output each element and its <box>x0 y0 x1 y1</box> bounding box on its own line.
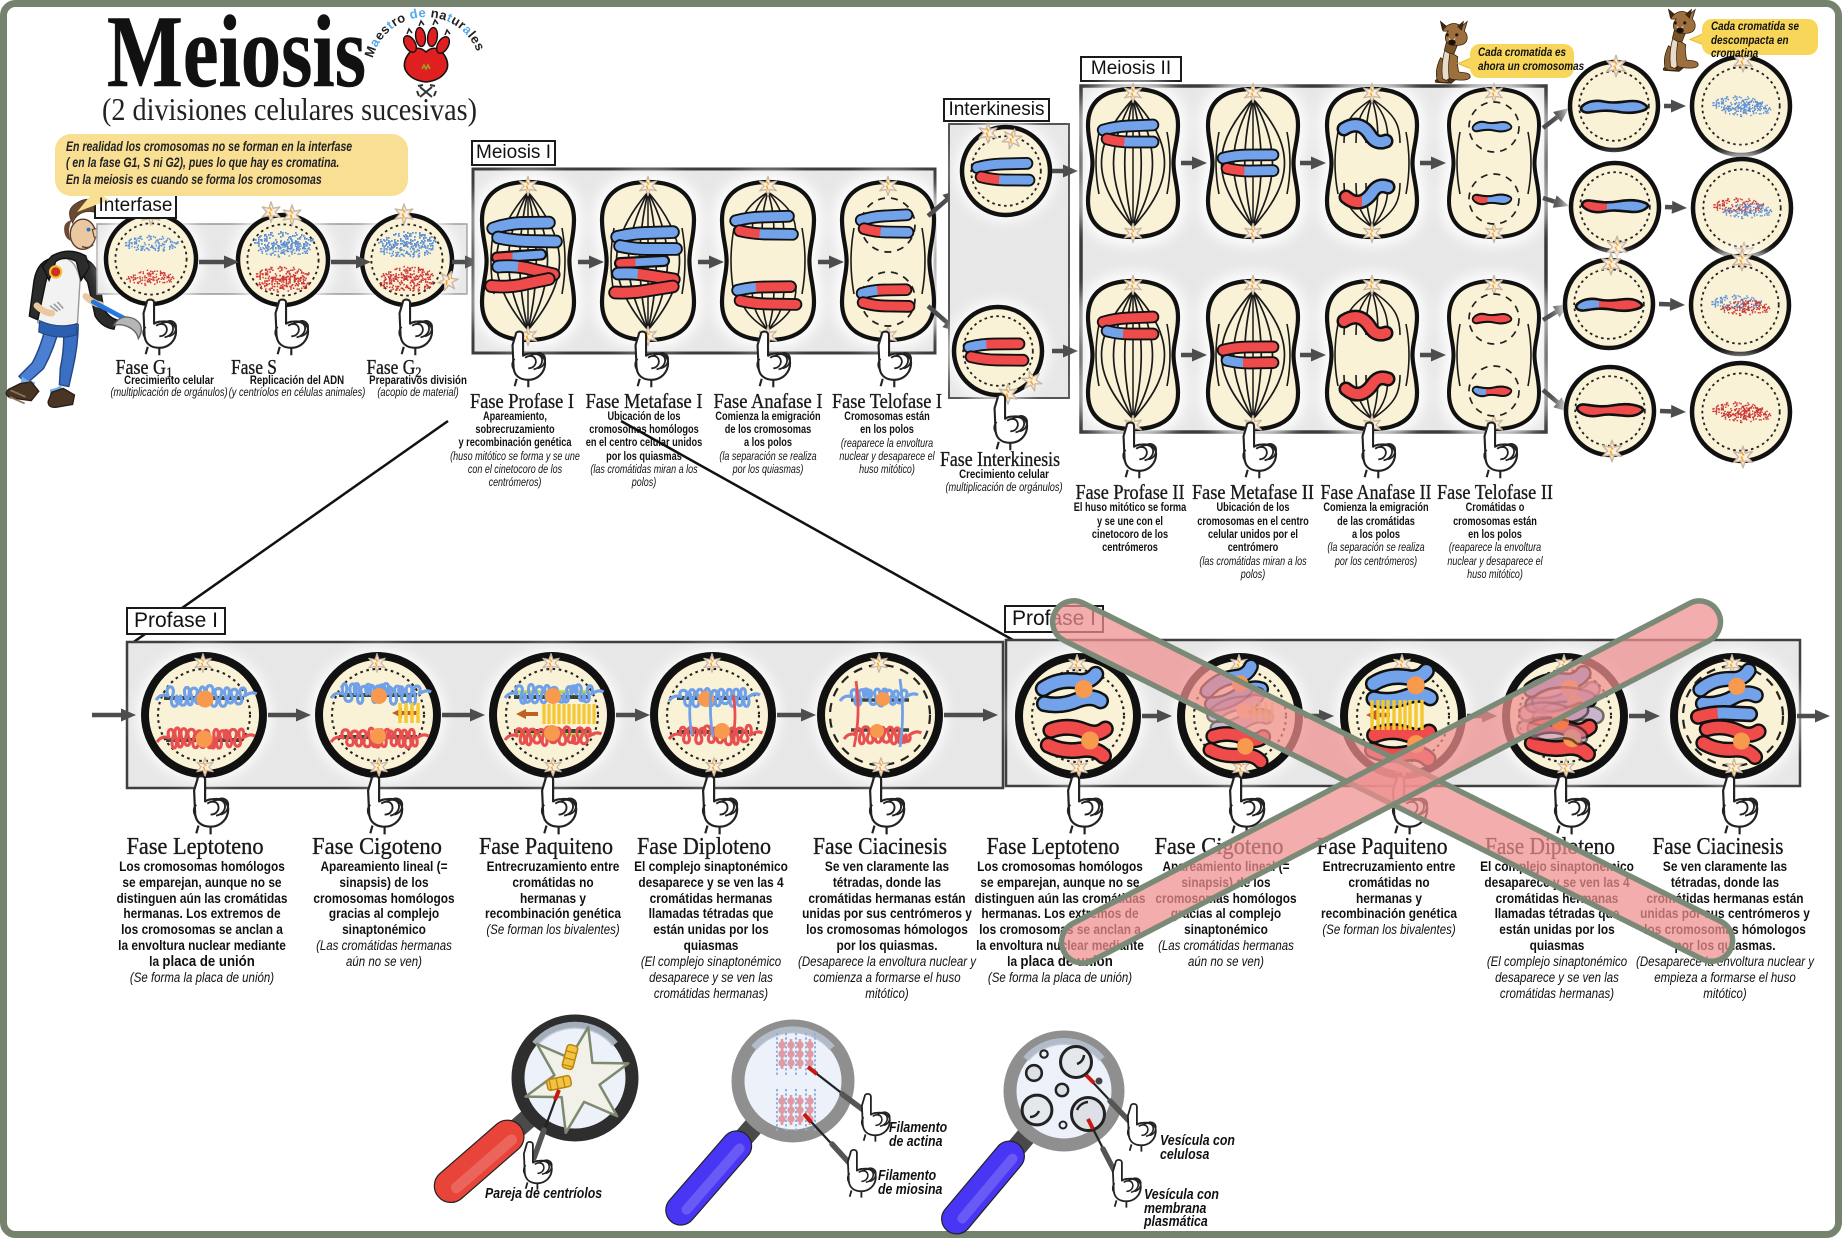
svg-text:Fase G2: Fase G2 <box>367 355 422 381</box>
svg-text:Fase Paquiteno: Fase Paquiteno <box>1317 834 1448 860</box>
svg-text:Fase Anafase I: Fase Anafase I <box>714 389 823 413</box>
svg-text:Fase G1: Fase G1 <box>116 355 173 381</box>
svg-text:Fase Ciacinesis: Fase Ciacinesis <box>813 834 947 860</box>
svg-text:Fase S: Fase S <box>231 355 277 379</box>
svg-text:(2 divisiones celulares sucesi: (2 divisiones celulares sucesivas) <box>102 91 477 127</box>
svg-text:Fase Leptoteno: Fase Leptoteno <box>987 834 1120 860</box>
svg-text:Fase Telofase I: Fase Telofase I <box>832 389 942 413</box>
svg-text:Fase Anafase II: Fase Anafase II <box>1321 480 1432 504</box>
svg-text:Fase Cigoteno: Fase Cigoteno <box>312 834 442 860</box>
svg-text:Fase Diploteno: Fase Diploteno <box>1485 834 1615 860</box>
svg-text:Fase Paquiteno: Fase Paquiteno <box>479 834 613 860</box>
svg-text:Fase Profase II: Fase Profase II <box>1076 480 1185 504</box>
svg-text:Meiosis: Meiosis <box>107 0 366 109</box>
svg-text:Fase Metafase I: Fase Metafase I <box>586 389 703 413</box>
svg-text:Fase Telofase II: Fase Telofase II <box>1437 480 1553 504</box>
svg-text:Fase Profase I: Fase Profase I <box>470 389 574 413</box>
svg-text:Fase Interkinesis: Fase Interkinesis <box>940 447 1060 471</box>
svg-text:Fase Ciacinesis: Fase Ciacinesis <box>1653 834 1784 860</box>
svg-text:Fase Metafase II: Fase Metafase II <box>1192 480 1314 504</box>
svg-text:Fase Diploteno: Fase Diploteno <box>637 834 771 860</box>
svg-text:Fase Leptoteno: Fase Leptoteno <box>127 834 264 860</box>
svg-text:Fase Cigoteno: Fase Cigoteno <box>1155 834 1284 860</box>
